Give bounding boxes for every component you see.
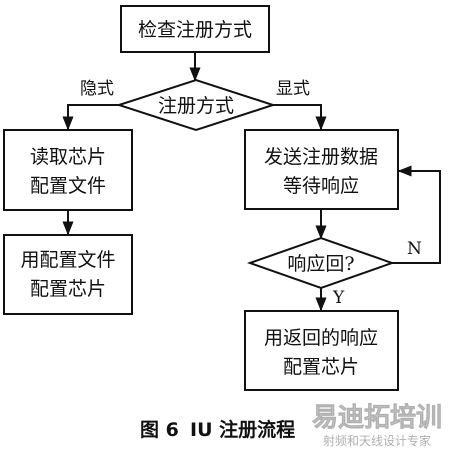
figure-caption: 图 6 IU 注册流程	[140, 418, 295, 441]
edge-no-label: N	[407, 239, 422, 259]
node-response-decision: 响应回?	[246, 236, 396, 290]
node-read-config-line1: 读取芯片	[30, 146, 106, 168]
edge-explicit-label: 显式	[276, 79, 310, 99]
node-check-mode-label: 检查注册方式	[138, 19, 252, 41]
edge-implicit-label: 隐式	[80, 79, 114, 99]
watermark-tagline: 射频和天线设计专家	[323, 433, 431, 448]
node-reg-mode-label: 注册方式	[158, 95, 234, 117]
node-use-response-line2: 配置芯片	[283, 356, 359, 378]
node-use-config-line1: 用配置文件	[20, 249, 115, 271]
watermark-brand: 易迪拓培训	[312, 403, 442, 433]
node-reg-mode-decision: 注册方式	[115, 78, 277, 132]
edge-explicit	[273, 104, 327, 131]
node-read-config-line2: 配置文件	[30, 175, 106, 197]
node-send-line1: 发送注册数据	[264, 146, 378, 168]
node-response-label: 响应回?	[287, 253, 354, 275]
node-use-config-line2: 配置芯片	[30, 278, 106, 300]
node-use-response-line1: 用返回的响应	[264, 327, 378, 349]
node-check-mode: 检查注册方式	[120, 5, 270, 53]
node-send-registration: 发送注册数据 等待响应	[244, 129, 399, 210]
edge-implicit	[62, 104, 119, 131]
node-use-config-file: 用配置文件 配置芯片	[3, 234, 133, 315]
node-use-response: 用返回的响应 配置芯片	[244, 310, 399, 391]
watermark: 易迪拓培训 射频和天线设计专家	[312, 403, 443, 448]
edge-no-loop	[392, 165, 441, 264]
caption-title: IU 注册流程	[190, 418, 295, 441]
caption-prefix: 图 6	[140, 419, 179, 441]
node-send-line2: 等待响应	[283, 175, 359, 197]
node-read-config-file: 读取芯片 配置文件	[3, 129, 133, 211]
edge-yes-label: Y	[332, 288, 345, 308]
